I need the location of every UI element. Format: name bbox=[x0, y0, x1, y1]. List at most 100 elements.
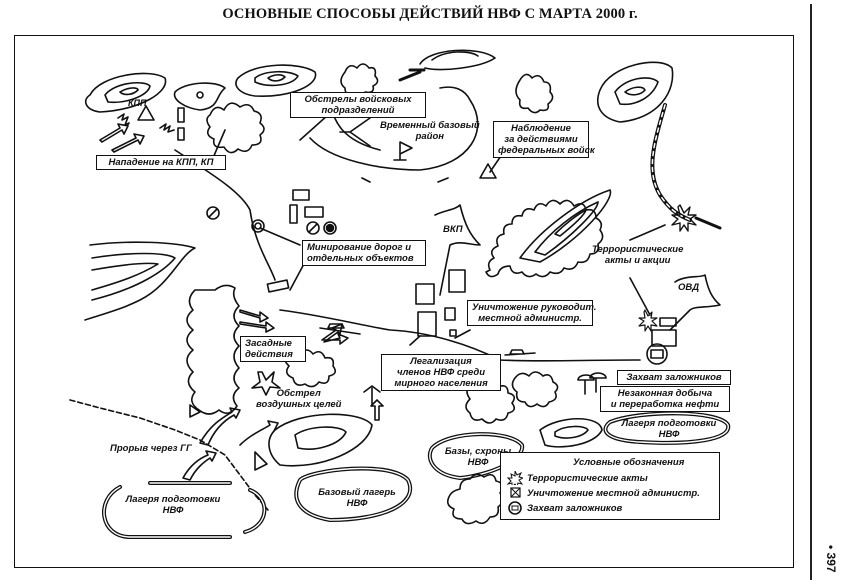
label-camp-right: Лагеря подготовки НВФ bbox=[617, 418, 721, 440]
ovd-flag bbox=[669, 274, 721, 331]
training-camp-left-inner bbox=[103, 482, 266, 538]
hill-contour bbox=[235, 64, 317, 97]
building bbox=[417, 311, 437, 337]
base-camp bbox=[294, 466, 413, 522]
legend-item: Террористические акты bbox=[507, 471, 648, 485]
hill-contour bbox=[596, 61, 674, 123]
callout-oil: Незаконная добыча и переработка нефти bbox=[600, 386, 730, 412]
callout-text: Легализация bbox=[410, 356, 472, 367]
label-vkp: ВКП bbox=[443, 224, 463, 235]
breach-arrow bbox=[199, 407, 241, 446]
shelling-arrows bbox=[398, 68, 426, 82]
callout-text: Наблюдение bbox=[511, 123, 571, 134]
callout-text: Нападение на КПП, КП bbox=[108, 157, 214, 168]
shelling-arrows bbox=[339, 117, 371, 147]
label-text: НВФ bbox=[658, 429, 680, 440]
label-text: Временный базовый bbox=[380, 120, 480, 131]
label-text: Террористические bbox=[592, 244, 684, 255]
label-text: район bbox=[415, 131, 445, 142]
label-text: НВФ bbox=[346, 498, 368, 509]
label-text: Лагеря подготовки bbox=[621, 418, 717, 429]
label-temporary-base: Временный базовый район bbox=[380, 120, 480, 142]
callout-text: Засадные bbox=[245, 338, 292, 349]
forest bbox=[206, 102, 265, 154]
hill-contour bbox=[268, 413, 373, 467]
explosion-icon bbox=[507, 471, 523, 485]
terrain-contour bbox=[91, 252, 176, 301]
legend-label: Террористические акты bbox=[527, 472, 648, 484]
building bbox=[289, 204, 298, 224]
road bbox=[279, 309, 641, 362]
building bbox=[659, 317, 677, 327]
checkpoint bbox=[99, 105, 185, 153]
pointer-line bbox=[259, 227, 301, 246]
pointer-line bbox=[299, 114, 329, 141]
mine-icon bbox=[306, 221, 320, 235]
building bbox=[444, 307, 456, 321]
label-camp-left: Лагеря подготовки НВФ bbox=[118, 494, 228, 516]
label-air-fire: Обстрел воздушных целей bbox=[256, 388, 341, 410]
observation-post-icon bbox=[479, 163, 497, 179]
forest bbox=[282, 348, 337, 388]
hill-contour bbox=[431, 51, 479, 61]
callout-text: отдельных объектов bbox=[307, 253, 414, 264]
anti-air-icon bbox=[251, 371, 281, 396]
map-legend: Условные обозначения Террористические ак… bbox=[500, 452, 720, 520]
callout-hostages: Захват заложников bbox=[617, 370, 731, 385]
callout-shelling-units: Обстрелы войсковых подразделений bbox=[290, 92, 426, 118]
terrain-contour bbox=[91, 262, 159, 291]
hill-contour bbox=[84, 72, 167, 113]
anti-air-icon bbox=[370, 399, 384, 421]
breach-arrow bbox=[239, 420, 279, 446]
callout-text: Обстрелы войсковых bbox=[304, 94, 412, 105]
legend-label: Захват заложников bbox=[527, 502, 623, 514]
hostage-icon bbox=[508, 501, 522, 515]
state-border bbox=[69, 399, 269, 511]
building bbox=[292, 189, 310, 201]
label-text: НВФ bbox=[162, 505, 184, 516]
page-margin-rule bbox=[810, 4, 812, 580]
legend-title: Условные обозначения bbox=[573, 457, 685, 468]
callout-legalization: Легализация членов НВФ среди мирного нас… bbox=[381, 354, 501, 391]
label-ovd: ОВД bbox=[678, 282, 700, 293]
aircraft-icon bbox=[363, 385, 381, 407]
callout-text: действия bbox=[245, 349, 293, 360]
forest bbox=[446, 473, 504, 525]
forest-ridge bbox=[186, 284, 240, 415]
label-kpp: КПП bbox=[128, 98, 147, 108]
base-flag bbox=[393, 141, 413, 161]
pointer-line bbox=[454, 329, 471, 339]
building bbox=[448, 269, 466, 293]
forest bbox=[511, 371, 559, 408]
callout-text: местной администр. bbox=[478, 313, 582, 324]
label-text: Базовый лагерь bbox=[318, 487, 396, 498]
label-text: акты и акции bbox=[604, 255, 671, 266]
label-base-camp: Базовый лагерь НВФ bbox=[312, 487, 402, 509]
callout-mining: Минирование дорог и отдельных объектов bbox=[302, 240, 426, 266]
label-text: Обстрел bbox=[276, 388, 321, 399]
pointer-line bbox=[409, 335, 421, 346]
border-flag bbox=[189, 404, 201, 418]
callout-attack-kpp: Нападение на КПП, КП bbox=[96, 155, 226, 170]
forest bbox=[515, 73, 554, 114]
forest bbox=[340, 63, 379, 98]
map-frame bbox=[14, 35, 794, 568]
training-camp-right bbox=[603, 411, 731, 445]
label-bases: Базы, схроны НВФ bbox=[440, 446, 516, 468]
temporary-base-boundary bbox=[309, 86, 479, 171]
building bbox=[304, 206, 324, 218]
legend-label: Уничтожение местной администр. bbox=[527, 487, 700, 499]
river bbox=[650, 103, 692, 222]
oil-derrick-icon bbox=[577, 372, 607, 395]
callout-text: федеральных войск bbox=[498, 145, 595, 156]
callout-destroy-admin: Уничтожение руководит. местной администр… bbox=[467, 300, 597, 326]
label-terror-acts: Террористические акты и акции bbox=[592, 244, 683, 266]
hostage-icon bbox=[646, 343, 668, 365]
destroyed-admin-icon bbox=[510, 487, 521, 498]
callout-text: Незаконная добыча bbox=[617, 388, 713, 399]
label-text: Лагеря подготовки bbox=[125, 494, 221, 505]
callout-text: Уничтожение руководит. bbox=[472, 302, 597, 313]
mined-object bbox=[266, 279, 290, 293]
mine-icon bbox=[206, 206, 220, 220]
